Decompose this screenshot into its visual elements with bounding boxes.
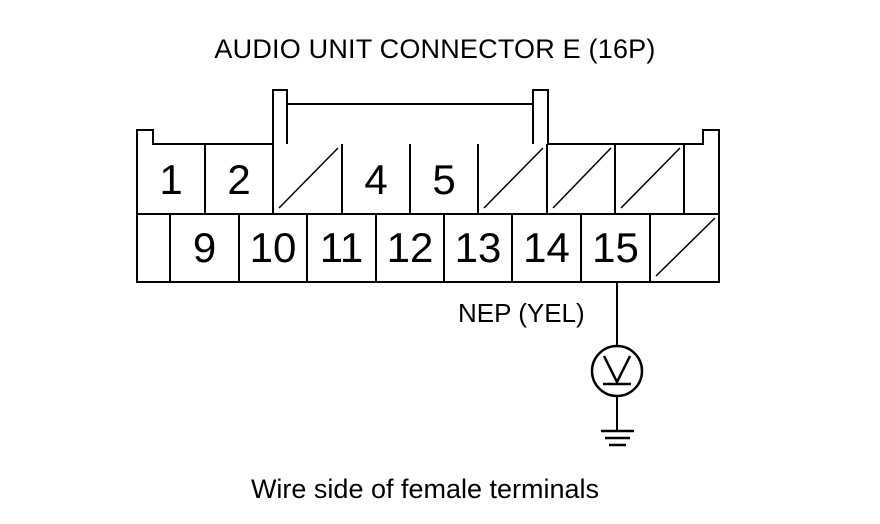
wire-color-label: NEP (YEL) bbox=[458, 298, 585, 328]
terminal-9: 9 bbox=[169, 214, 216, 282]
terminal-number: 15 bbox=[592, 224, 639, 271]
bottom-row: 9 10 11 12 13 14 15 bbox=[169, 214, 716, 282]
terminal-unused bbox=[272, 144, 339, 214]
connector-housing bbox=[136, 89, 720, 283]
terminal-number: 10 bbox=[250, 224, 297, 271]
connector-title: AUDIO UNIT CONNECTOR E (16P) bbox=[214, 34, 656, 64]
terminal-5: 5 bbox=[409, 144, 456, 214]
terminal-number: 12 bbox=[387, 224, 434, 271]
terminal-1: 1 bbox=[159, 156, 182, 203]
terminal-11: 11 bbox=[306, 214, 364, 282]
terminal-2: 2 bbox=[204, 144, 251, 214]
unused-slash bbox=[552, 147, 612, 209]
ground-icon bbox=[601, 429, 634, 447]
terminal-unused bbox=[614, 144, 681, 214]
terminal-unused bbox=[649, 214, 716, 282]
diagram-caption: Wire side of female terminals bbox=[250, 474, 600, 504]
terminal-number: 11 bbox=[320, 224, 364, 271]
terminal-14: 14 bbox=[511, 214, 570, 282]
terminal-number: 5 bbox=[432, 156, 455, 203]
terminal-13: 13 bbox=[443, 214, 502, 282]
terminal-4: 4 bbox=[341, 144, 388, 214]
unused-slash bbox=[483, 147, 544, 209]
terminal-number: 2 bbox=[227, 156, 250, 203]
terminal-number: 1 bbox=[159, 156, 182, 203]
unused-slash bbox=[278, 147, 339, 209]
terminal-number: 9 bbox=[193, 224, 216, 271]
voltmeter-icon bbox=[590, 344, 644, 398]
terminal-number: 14 bbox=[523, 224, 570, 271]
terminal-number: 13 bbox=[455, 224, 502, 271]
terminal-12: 12 bbox=[375, 214, 434, 282]
terminal-10: 10 bbox=[238, 214, 297, 282]
unused-slash bbox=[655, 217, 716, 277]
terminal-unused bbox=[477, 144, 544, 214]
terminal-number: 4 bbox=[364, 156, 387, 203]
terminal-unused bbox=[546, 144, 612, 214]
unused-slash bbox=[620, 147, 681, 209]
terminal-15: 15 bbox=[580, 214, 639, 282]
